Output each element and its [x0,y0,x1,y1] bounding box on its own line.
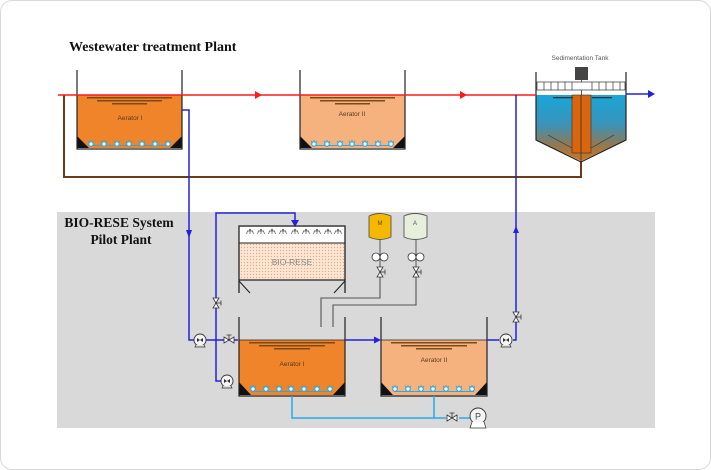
pilot-return-line [513,95,517,341]
pilot-title-line2: Pilot Plant [90,232,152,247]
dosing-pump-icon [407,252,417,262]
flow-arrow-icon [374,336,381,344]
blower-label: P [475,412,481,422]
chemical-tank-a: A [403,213,428,278]
chemical-line-m [320,270,381,327]
sedimentation-tank: Sedimentation Tank [535,55,627,163]
flow-arrow-icon [255,91,262,99]
effluent-pump-icon[interactable] [499,333,513,348]
down-arrow-icon [186,230,192,238]
pilot-feed-line [182,109,197,341]
feed-pump-icon[interactable] [193,333,207,348]
chemical-line-a [332,270,417,327]
biorese-label: BIO-RESE [272,257,313,267]
biorese-reactor: BIO-RESE [238,225,346,294]
air-blower[interactable]: P [469,407,487,429]
wastewater-plant-title: Westewater treatment Plant [69,40,237,55]
sedimentation-tank-label: Sedimentation Tank [552,55,610,62]
flow-arrow-icon [460,91,467,99]
sludge-return-line [63,95,582,178]
aerator-2-pilot-label: Aerator II [421,357,448,364]
aerator-2-top-label: Aerator II [339,111,366,118]
pilot-plant-panel [57,212,655,428]
aerator-1-top: Aerator I [76,70,183,150]
aerator-2-top: Aerator II [299,70,406,150]
aerator-1-pilot-label: Aerator I [280,361,305,368]
recirculation-pump-icon[interactable] [220,374,234,389]
tank-m-label: M [378,221,383,227]
chemical-tank-m: M [368,213,392,278]
up-arrow-icon [513,226,519,233]
air-supply-line [291,396,446,419]
aerator-1-pilot: Aerator I [238,317,346,397]
dosing-pump-icon [371,252,381,262]
tank-a-label: A [413,221,417,227]
down-arrow-icon [291,220,299,227]
pilot-title-line1: BIO-RESE System [64,215,174,230]
aerator-2-pilot: Aerator II [380,317,488,397]
aerator-1-top-label: Aerator I [118,115,143,122]
effluent-arrow-icon [648,90,655,98]
